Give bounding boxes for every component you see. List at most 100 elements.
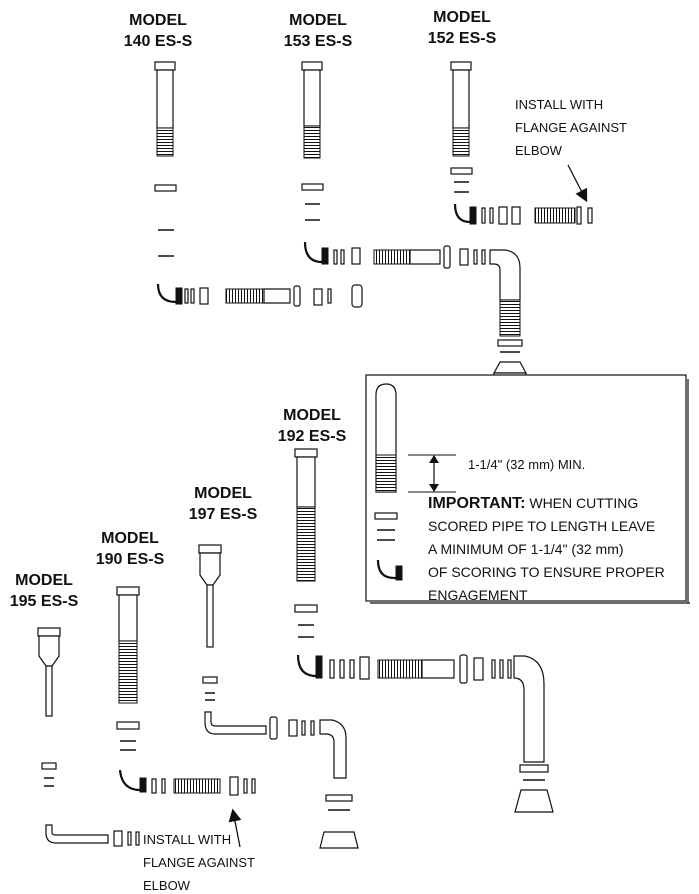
flange bbox=[576, 206, 582, 225]
flange bbox=[293, 285, 301, 307]
model-label-line1: MODEL bbox=[15, 572, 73, 589]
important-box-frame bbox=[365, 374, 687, 602]
assembly-190 bbox=[116, 586, 256, 848]
model-label-152: MODEL 152 ES-S bbox=[428, 9, 497, 47]
model-label-line1: MODEL bbox=[283, 407, 341, 424]
washer bbox=[473, 249, 478, 265]
important-heading: IMPORTANT: bbox=[428, 495, 525, 512]
assembly-140 bbox=[154, 61, 363, 308]
washer bbox=[327, 288, 332, 304]
slip-nut bbox=[325, 794, 353, 802]
assembly-152 bbox=[450, 61, 593, 225]
important-line3: A MINIMUM OF 1-1/4" (32 mm) bbox=[428, 541, 624, 557]
slip-nut bbox=[497, 339, 523, 347]
flange bbox=[269, 716, 278, 740]
model-label-195: MODEL 195 ES-S bbox=[10, 572, 79, 610]
tailpiece-threads bbox=[303, 125, 321, 159]
flange bbox=[443, 245, 451, 269]
install-note-line1: INSTALL WITH bbox=[143, 832, 231, 847]
elbow-collar bbox=[469, 206, 477, 225]
model-label-197: MODEL 197 ES-S bbox=[189, 485, 258, 523]
slip-nut bbox=[113, 830, 123, 847]
tailpiece-pipe bbox=[296, 456, 316, 508]
install-note-line3: ELBOW bbox=[143, 878, 191, 893]
tailpiece-nut bbox=[198, 544, 222, 554]
flange bbox=[459, 654, 468, 684]
outlet-flange bbox=[492, 361, 528, 374]
tailpiece-reducer bbox=[38, 635, 60, 667]
model-label-line1: MODEL bbox=[289, 12, 347, 29]
model-label-line2: 140 ES-S bbox=[124, 33, 193, 50]
tailpiece-pipe bbox=[303, 69, 321, 127]
tailpiece-threads bbox=[452, 127, 470, 157]
slip-nut bbox=[116, 721, 140, 730]
model-label-153: MODEL 153 ES-S bbox=[284, 12, 353, 50]
slip-nut bbox=[459, 248, 469, 266]
j-bend bbox=[45, 824, 109, 844]
washer bbox=[190, 288, 195, 304]
tailpiece-pipe bbox=[206, 584, 214, 648]
washer bbox=[587, 207, 593, 224]
pipe-scoring bbox=[375, 454, 397, 493]
outlet-flange bbox=[319, 831, 359, 849]
slip-nut bbox=[473, 657, 484, 681]
slip-nut bbox=[519, 764, 549, 773]
model-label-line1: MODEL bbox=[129, 12, 187, 29]
outlet-elbow bbox=[319, 719, 347, 779]
important-line2: SCORED PIPE TO LENGTH LEAVE bbox=[428, 518, 655, 534]
tailpiece-nut bbox=[154, 61, 176, 71]
tailpiece-nut bbox=[37, 627, 61, 637]
model-label-line2: 197 ES-S bbox=[189, 506, 258, 523]
tailpiece-reducer bbox=[199, 552, 221, 586]
slip-nut bbox=[511, 206, 521, 225]
install-note-arrow bbox=[567, 164, 588, 203]
important-line1: IMPORTANT: WHEN CUTTING bbox=[428, 495, 638, 512]
assembly-195 bbox=[37, 627, 140, 847]
important-line5: ENGAGEMENT bbox=[428, 587, 528, 603]
install-note-arrow bbox=[228, 808, 242, 848]
tailpiece-pipe bbox=[452, 69, 470, 129]
install-note-line2: FLANGE AGAINST bbox=[515, 120, 627, 135]
tailpiece-threads bbox=[118, 640, 138, 704]
tailpiece-nut bbox=[301, 61, 323, 71]
end-cap bbox=[351, 284, 363, 308]
elbow-collar bbox=[139, 777, 147, 793]
important-line4: OF SCORING TO ENSURE PROPER bbox=[428, 564, 665, 580]
dimension-label: 1-1/4" (32 mm) MIN. bbox=[468, 457, 585, 472]
important-box: 1-1/4" (32 mm) MIN. IMPORTANT: WHEN CUTT… bbox=[365, 374, 690, 604]
install-note-line3: ELBOW bbox=[515, 143, 563, 158]
extension-threads bbox=[173, 778, 221, 794]
washer bbox=[184, 288, 189, 304]
extension-pipe bbox=[263, 288, 291, 304]
model-label-line2: 153 ES-S bbox=[284, 33, 353, 50]
tailpiece-nut bbox=[450, 61, 472, 71]
washer bbox=[481, 249, 486, 265]
elbow-collar bbox=[321, 247, 329, 265]
slip-nut bbox=[301, 183, 324, 191]
slip-nut bbox=[41, 762, 57, 770]
outlet-elbow bbox=[489, 249, 521, 301]
extension-pipe bbox=[409, 249, 441, 265]
tailpiece-threads bbox=[156, 127, 174, 157]
outlet-elbow bbox=[513, 655, 545, 763]
assembly-197 bbox=[198, 544, 359, 849]
tailpiece-nut bbox=[294, 448, 318, 458]
extension-pipe bbox=[421, 659, 455, 679]
install-note-line1: INSTALL WITH bbox=[515, 97, 603, 112]
washer bbox=[333, 249, 338, 265]
model-label-line1: MODEL bbox=[433, 9, 491, 26]
important-text-1: WHEN CUTTING bbox=[529, 495, 638, 511]
assembly-192 bbox=[294, 448, 554, 813]
model-label-192: MODEL 192 ES-S bbox=[278, 407, 347, 445]
slip-nut bbox=[359, 656, 370, 680]
model-label-140: MODEL 140 ES-S bbox=[124, 12, 193, 50]
install-note-line2: FLANGE AGAINST bbox=[143, 855, 255, 870]
washer bbox=[481, 207, 486, 224]
tailpiece-threads bbox=[296, 506, 316, 582]
slip-nut bbox=[374, 512, 398, 520]
model-label-line1: MODEL bbox=[101, 530, 159, 547]
j-bend bbox=[204, 711, 267, 735]
extension-threads bbox=[225, 288, 265, 304]
